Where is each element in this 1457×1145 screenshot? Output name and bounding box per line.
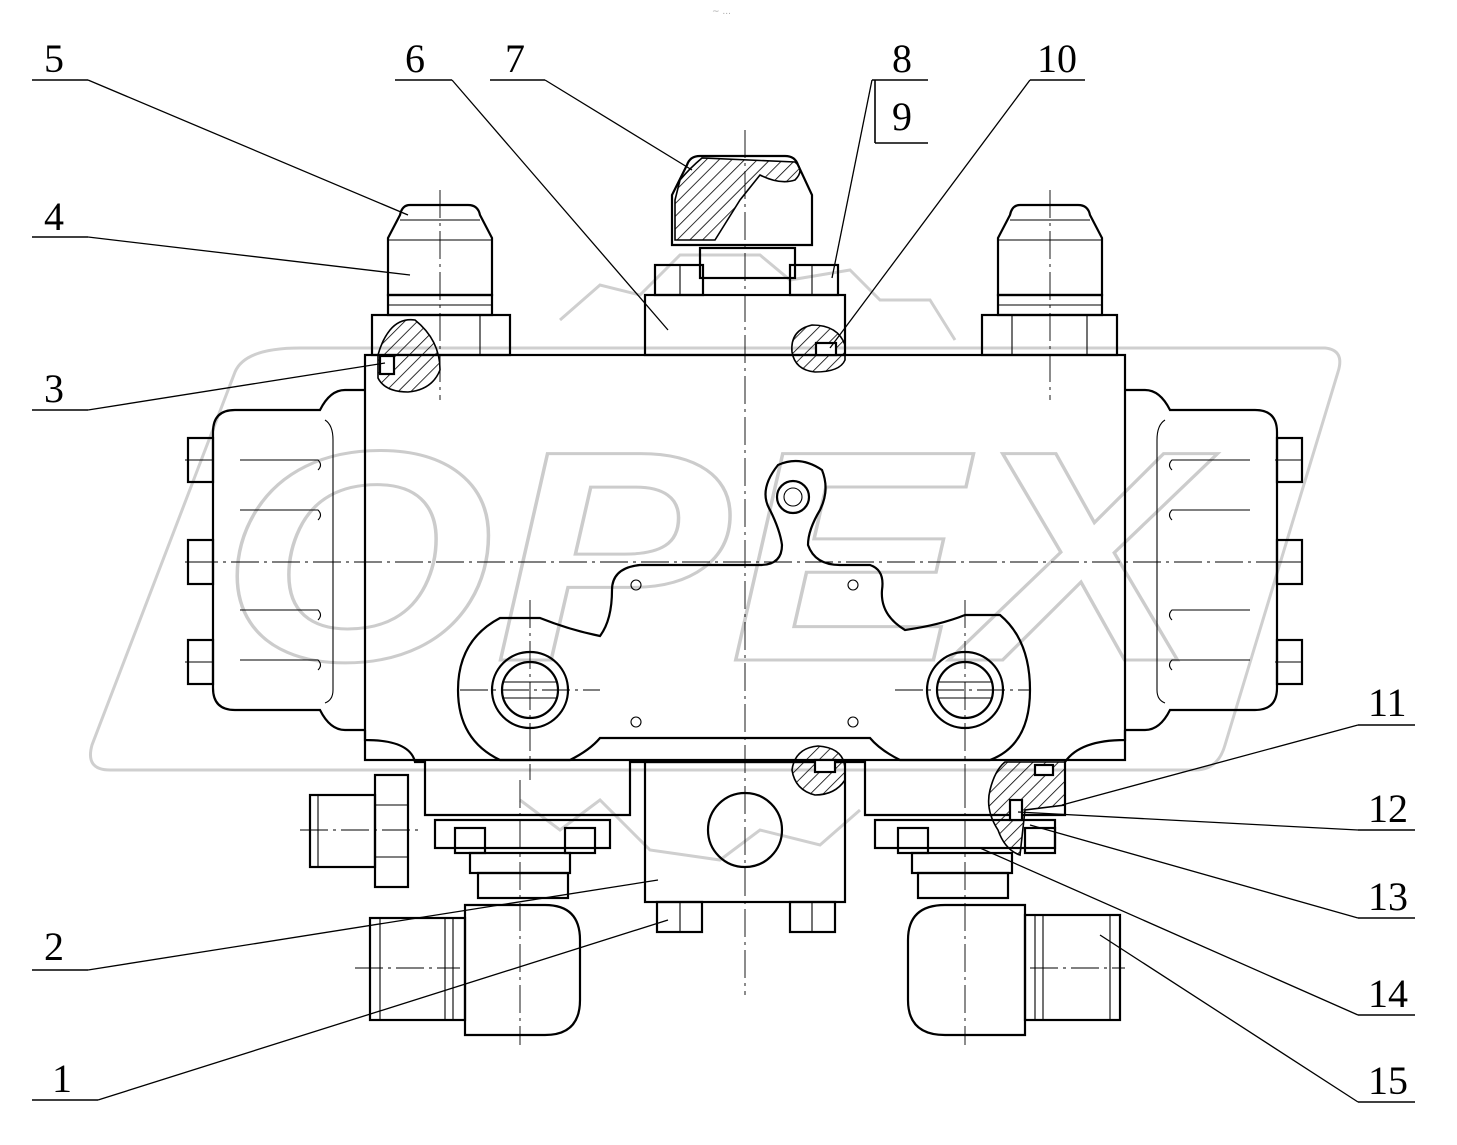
callout-label-10: 10 [1037,36,1077,81]
callout-label-4: 4 [44,194,64,239]
callout-label-5: 5 [44,36,64,81]
leader-lines [32,79,1415,1103]
callout-label-12: 12 [1368,786,1408,831]
callout-label-11: 11 [1368,680,1407,725]
callout-labels: 5 4 3 2 1 6 7 8 9 10 11 12 13 14 15 [44,36,1408,1103]
cover-plate [456,459,1032,762]
callout-label-6: 6 [405,36,425,81]
bottom-left-assembly [308,745,847,1037]
callout-label-7: 7 [505,36,525,81]
callout-label-1: 1 [52,1056,72,1101]
callout-label-15: 15 [1368,1058,1408,1103]
watermark-text: OPEX [220,388,1218,724]
callout-label-14: 14 [1368,971,1408,1016]
top-right-fitting [980,203,1119,357]
left-end-cap [186,388,365,732]
callout-label-8: 8 [892,36,912,81]
callout-label-3: 3 [44,366,64,411]
callout-label-13: 13 [1368,874,1408,919]
top-left-fitting [370,203,512,393]
callout-label-2: 2 [44,924,64,969]
bottom-right-assembly [873,761,1122,1037]
opex-watermark: OPEX [89,253,1342,862]
header-mark: ~ ... [712,7,731,17]
callout-label-9: 9 [892,94,912,139]
right-end-cap [1125,388,1304,732]
top-center-block [643,154,847,373]
